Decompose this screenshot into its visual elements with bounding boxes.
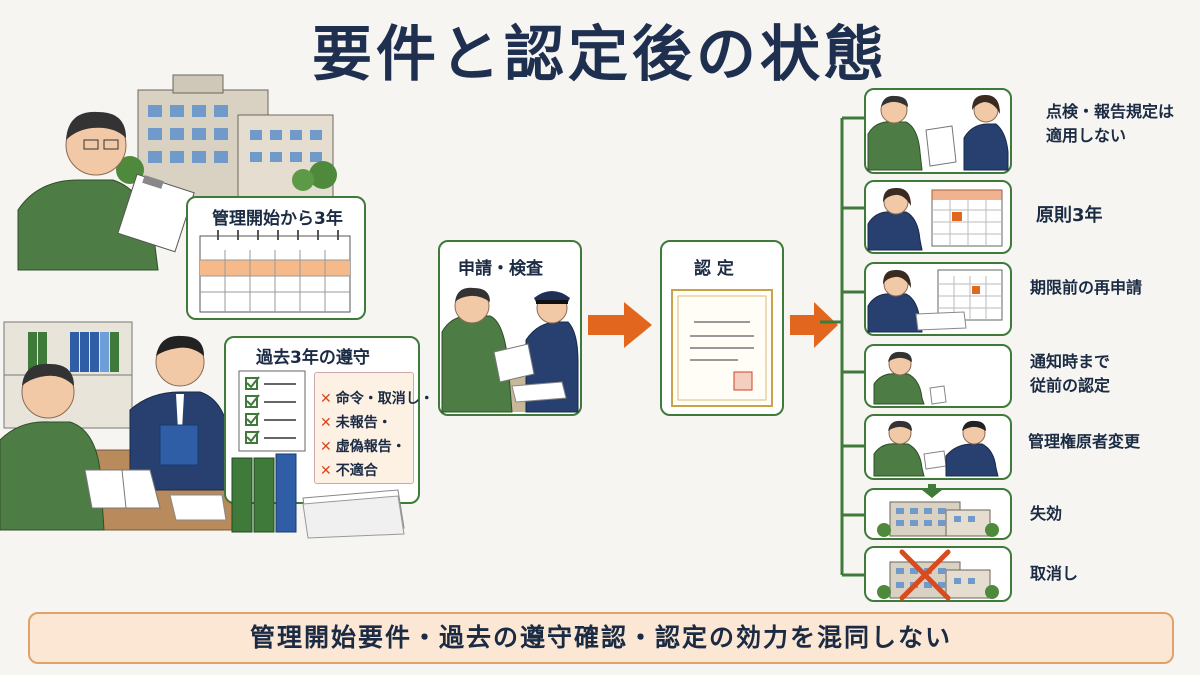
violation-item: ✕未報告・ <box>320 415 392 431</box>
outcome-label: 原則3年 <box>1036 205 1103 226</box>
outcome-label: 通知時まで 従前の認定 <box>1030 352 1111 395</box>
certificate-icon <box>671 289 773 407</box>
outcome-label: 点検・報告規定は 適用しない <box>1046 102 1175 145</box>
calendar-icon <box>199 230 351 313</box>
expired-building-icon <box>877 484 999 537</box>
compliance-label: 過去3年の遵守 <box>256 348 370 368</box>
violation-item: ✕命令・取消し・ <box>320 391 434 407</box>
violation-item: ✕虚偽報告・ <box>320 439 406 455</box>
checklist-icon <box>238 370 306 452</box>
outcome-tree-lines <box>820 116 864 577</box>
violation-item: ✕不適合 <box>320 463 378 479</box>
summary-banner: 管理開始要件・過去の遵守確認・認定の効力を混同しない <box>28 612 1174 664</box>
outcome-label: 取消し <box>1030 564 1079 583</box>
flow-arrow <box>588 302 652 348</box>
inspector-with-clipboard-illustration <box>17 111 195 271</box>
reapplication-illustration <box>867 269 1003 333</box>
office-meeting-illustration <box>0 335 236 531</box>
document-handover-illustration <box>867 94 1009 171</box>
manager-change-illustration <box>873 420 999 477</box>
apply-inspection-label: 申請・検査 <box>458 259 543 279</box>
calendar-label: 管理開始から3年 <box>212 209 343 229</box>
outcome-label: 失効 <box>1030 504 1063 523</box>
notification-illustration <box>873 351 947 405</box>
violations-card <box>314 372 414 484</box>
calendar-reading-illustration <box>867 187 1003 251</box>
page-title: 要件と認定後の状態 <box>312 20 888 90</box>
revoked-building-icon <box>877 549 999 601</box>
binders-illustration <box>231 453 405 539</box>
outcome-label: 期限前の再申請 <box>1030 278 1143 297</box>
certification-label: 認 定 <box>694 259 734 279</box>
application-handover-illustration <box>441 287 579 413</box>
flow-arrow <box>790 302 838 348</box>
outcome-label: 管理権原者変更 <box>1028 432 1141 451</box>
